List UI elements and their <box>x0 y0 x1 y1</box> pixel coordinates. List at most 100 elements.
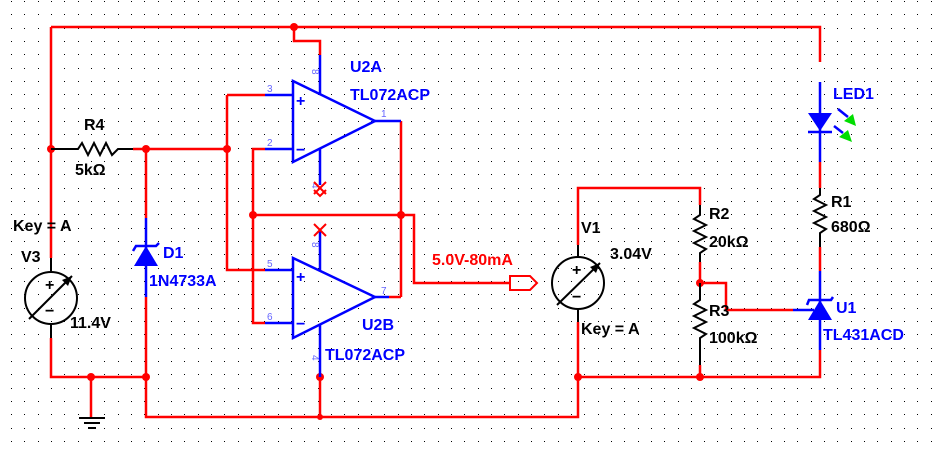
grid-dot <box>318 241 319 242</box>
grid-dot <box>118 28 119 29</box>
grid-dot <box>64 321 65 322</box>
grid-dot <box>318 121 319 122</box>
grid-dot <box>24 401 25 402</box>
d1-zener[interactable]: D1 1N4733A <box>131 218 217 297</box>
grid-dot <box>757 121 758 122</box>
net-label-connector[interactable]: 5.0V-80mA <box>432 252 539 291</box>
wire-u2a-vpos[interactable] <box>292 27 322 55</box>
wire-bottom-right[interactable] <box>578 350 822 379</box>
grid-dot <box>558 81 559 82</box>
grid-dot <box>904 134 905 135</box>
grid-dot <box>691 401 692 402</box>
grid-dot <box>917 1 918 2</box>
grid-dot <box>198 1 199 2</box>
grid-dot <box>358 54 359 55</box>
grid-dot <box>411 361 412 362</box>
grid-dot <box>184 68 185 69</box>
wire-v1-top[interactable] <box>576 186 702 245</box>
wire-pin2-feedback[interactable] <box>251 147 265 325</box>
r3-resistor[interactable]: R3 100kΩ <box>691 283 758 365</box>
wire-noninv-node[interactable] <box>225 95 265 272</box>
grid-dot <box>478 281 479 282</box>
grid-dot <box>238 14 239 15</box>
grid-dot <box>118 228 119 229</box>
wire-ref[interactable] <box>700 281 793 312</box>
grid-dot <box>531 121 532 122</box>
grid-dot <box>664 41 665 42</box>
grid-dot <box>224 361 225 362</box>
wire-to-net-label[interactable] <box>401 213 510 285</box>
grid-dot <box>811 121 812 122</box>
wire-top-rail[interactable] <box>51 25 822 62</box>
wire-d1-bottom[interactable] <box>144 297 580 419</box>
grid-dot <box>64 401 65 402</box>
grid-dot <box>438 334 439 335</box>
led1[interactable]: LED1 <box>808 82 874 162</box>
grid-dot <box>851 68 852 69</box>
grid-dot <box>398 441 399 442</box>
grid-dot <box>824 361 825 362</box>
v3-source[interactable]: + − V3 11.4V Key = A <box>13 218 111 338</box>
grid-dot <box>171 374 172 375</box>
grid-dot <box>451 228 452 229</box>
grid-dot <box>757 414 758 415</box>
u2a-pin8-number: 8 <box>309 69 320 75</box>
grid-dot <box>478 228 479 229</box>
grid-dot <box>331 148 332 149</box>
grid-dot <box>664 348 665 349</box>
grid-dot <box>824 268 825 269</box>
u2a-opamp[interactable]: + − 3 2 1 8 4 U2A TL072ACP <box>265 55 430 195</box>
r1-resistor[interactable]: R1 680Ω <box>811 188 871 247</box>
grid-dot <box>144 108 145 109</box>
grid-dot <box>278 241 279 242</box>
grid-dot <box>171 214 172 215</box>
grid-dot <box>917 348 918 349</box>
grid-dot <box>424 148 425 149</box>
grid-dot <box>784 54 785 55</box>
grid-dot <box>104 281 105 282</box>
r2-resistor[interactable]: R2 20kΩ <box>691 205 749 262</box>
grid-dot <box>131 308 132 309</box>
r1-value-label: 680Ω <box>831 219 871 236</box>
grid-dot <box>38 161 39 162</box>
grid-dot <box>544 228 545 229</box>
grid-dot <box>104 161 105 162</box>
u2b-opamp[interactable]: + − 5 6 7 8 4 U2B TL072ACP <box>265 189 405 377</box>
grid-dot <box>598 28 599 29</box>
v3-plus-sign: + <box>45 277 54 294</box>
grid-dot <box>837 148 838 149</box>
grid-dot <box>104 1 105 2</box>
grid-dot <box>717 401 718 402</box>
grid-dot <box>171 294 172 295</box>
u1-tl431[interactable]: U1 TL431ACD <box>793 271 904 350</box>
grid-dot <box>797 201 798 202</box>
grid-dot <box>451 388 452 389</box>
grid-dot <box>904 388 905 389</box>
grid-dot <box>11 201 12 202</box>
grid-dot <box>731 161 732 162</box>
grid-dot <box>571 254 572 255</box>
grid-dot <box>598 54 599 55</box>
v1-source[interactable]: + − V1 3.04V Key = A <box>551 220 652 364</box>
grid-dot <box>824 148 825 149</box>
grid-dot <box>158 188 159 189</box>
wire-v3-bottom[interactable] <box>49 338 146 379</box>
grid-dot <box>398 81 399 82</box>
grid-dot <box>624 228 625 229</box>
grid-dot <box>211 14 212 15</box>
grid-dot <box>824 1 825 2</box>
grid-dot <box>504 121 505 122</box>
grid-dot <box>438 361 439 362</box>
r4-resistor[interactable]: R4 5kΩ <box>51 117 133 179</box>
grid-dot <box>78 294 79 295</box>
grid-dot <box>24 121 25 122</box>
grid-dot <box>491 174 492 175</box>
grid-dot <box>224 28 225 29</box>
u2b-pin7-number: 7 <box>381 286 387 297</box>
grid-dot <box>51 1 52 2</box>
grid-dot <box>624 374 625 375</box>
grid-dot <box>691 121 692 122</box>
grid-dot <box>638 161 639 162</box>
grid-dot <box>451 374 452 375</box>
